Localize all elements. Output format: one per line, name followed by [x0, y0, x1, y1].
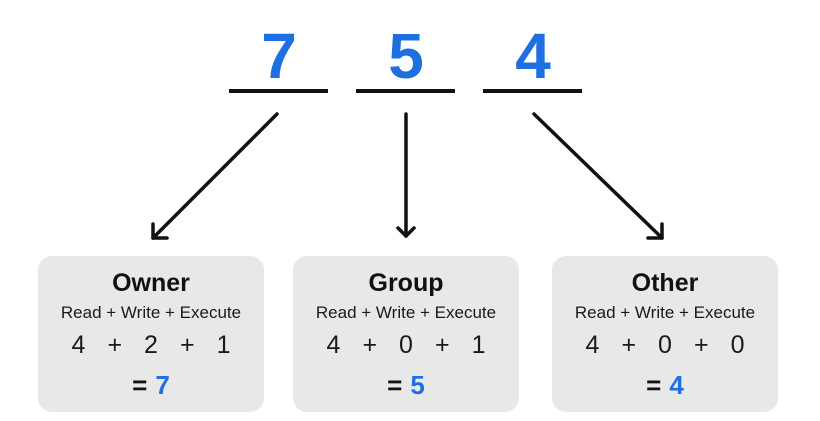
owner-result-value: 7	[155, 370, 170, 400]
owner-execute-value: 1	[216, 331, 231, 359]
owner-digit-underline	[229, 89, 328, 93]
plus-sign: +	[179, 331, 195, 359]
other-permissions: Read + Write + Execute	[574, 303, 756, 322]
other-digit: 4	[515, 20, 551, 92]
other-title: Other	[631, 269, 699, 297]
other-result: =4	[552, 370, 778, 400]
other-write-value: 0	[658, 331, 672, 359]
plus-sign: +	[107, 331, 123, 359]
group-box: Group Read + Write + Execute 4 + 0 + 1 =…	[293, 256, 519, 412]
other-result-value: 4	[669, 370, 684, 400]
owner-box: Owner Read + Write + Execute 4 + 2 + 1 =…	[38, 256, 264, 412]
owner-digit: 7	[261, 20, 297, 92]
group-title: Group	[368, 269, 444, 297]
other-box: Other Read + Write + Execute 4 + 0 + 0 =…	[552, 256, 778, 412]
other-calculation: 4 + 0 + 0	[552, 330, 778, 360]
other-read-value: 4	[585, 331, 600, 359]
group-arrow	[396, 112, 416, 238]
equals-sign: =	[646, 370, 662, 400]
other-arrow	[532, 112, 664, 240]
equals-sign: =	[387, 370, 403, 400]
group-result: =5	[293, 370, 519, 400]
owner-read-value: 4	[71, 331, 86, 359]
owner-arrow	[151, 112, 279, 240]
group-digit-underline	[356, 89, 455, 93]
owner-write-value: 2	[144, 331, 158, 359]
plus-sign: +	[362, 331, 378, 359]
other-execute-value: 0	[730, 331, 745, 359]
other-digit-underline	[483, 89, 582, 93]
group-permissions: Read + Write + Execute	[315, 303, 497, 322]
group-read-value: 4	[326, 331, 341, 359]
group-execute-value: 1	[471, 331, 486, 359]
plus-sign: +	[621, 331, 637, 359]
plus-sign: +	[693, 331, 709, 359]
owner-calculation: 4 + 2 + 1	[38, 330, 264, 360]
group-result-value: 5	[410, 370, 425, 400]
group-calculation: 4 + 0 + 1	[293, 330, 519, 360]
group-write-value: 0	[399, 331, 413, 359]
owner-result: =7	[38, 370, 264, 400]
owner-permissions: Read + Write + Execute	[60, 303, 242, 322]
plus-sign: +	[434, 331, 450, 359]
equals-sign: =	[132, 370, 148, 400]
group-digit: 5	[388, 20, 424, 92]
owner-title: Owner	[112, 269, 190, 297]
